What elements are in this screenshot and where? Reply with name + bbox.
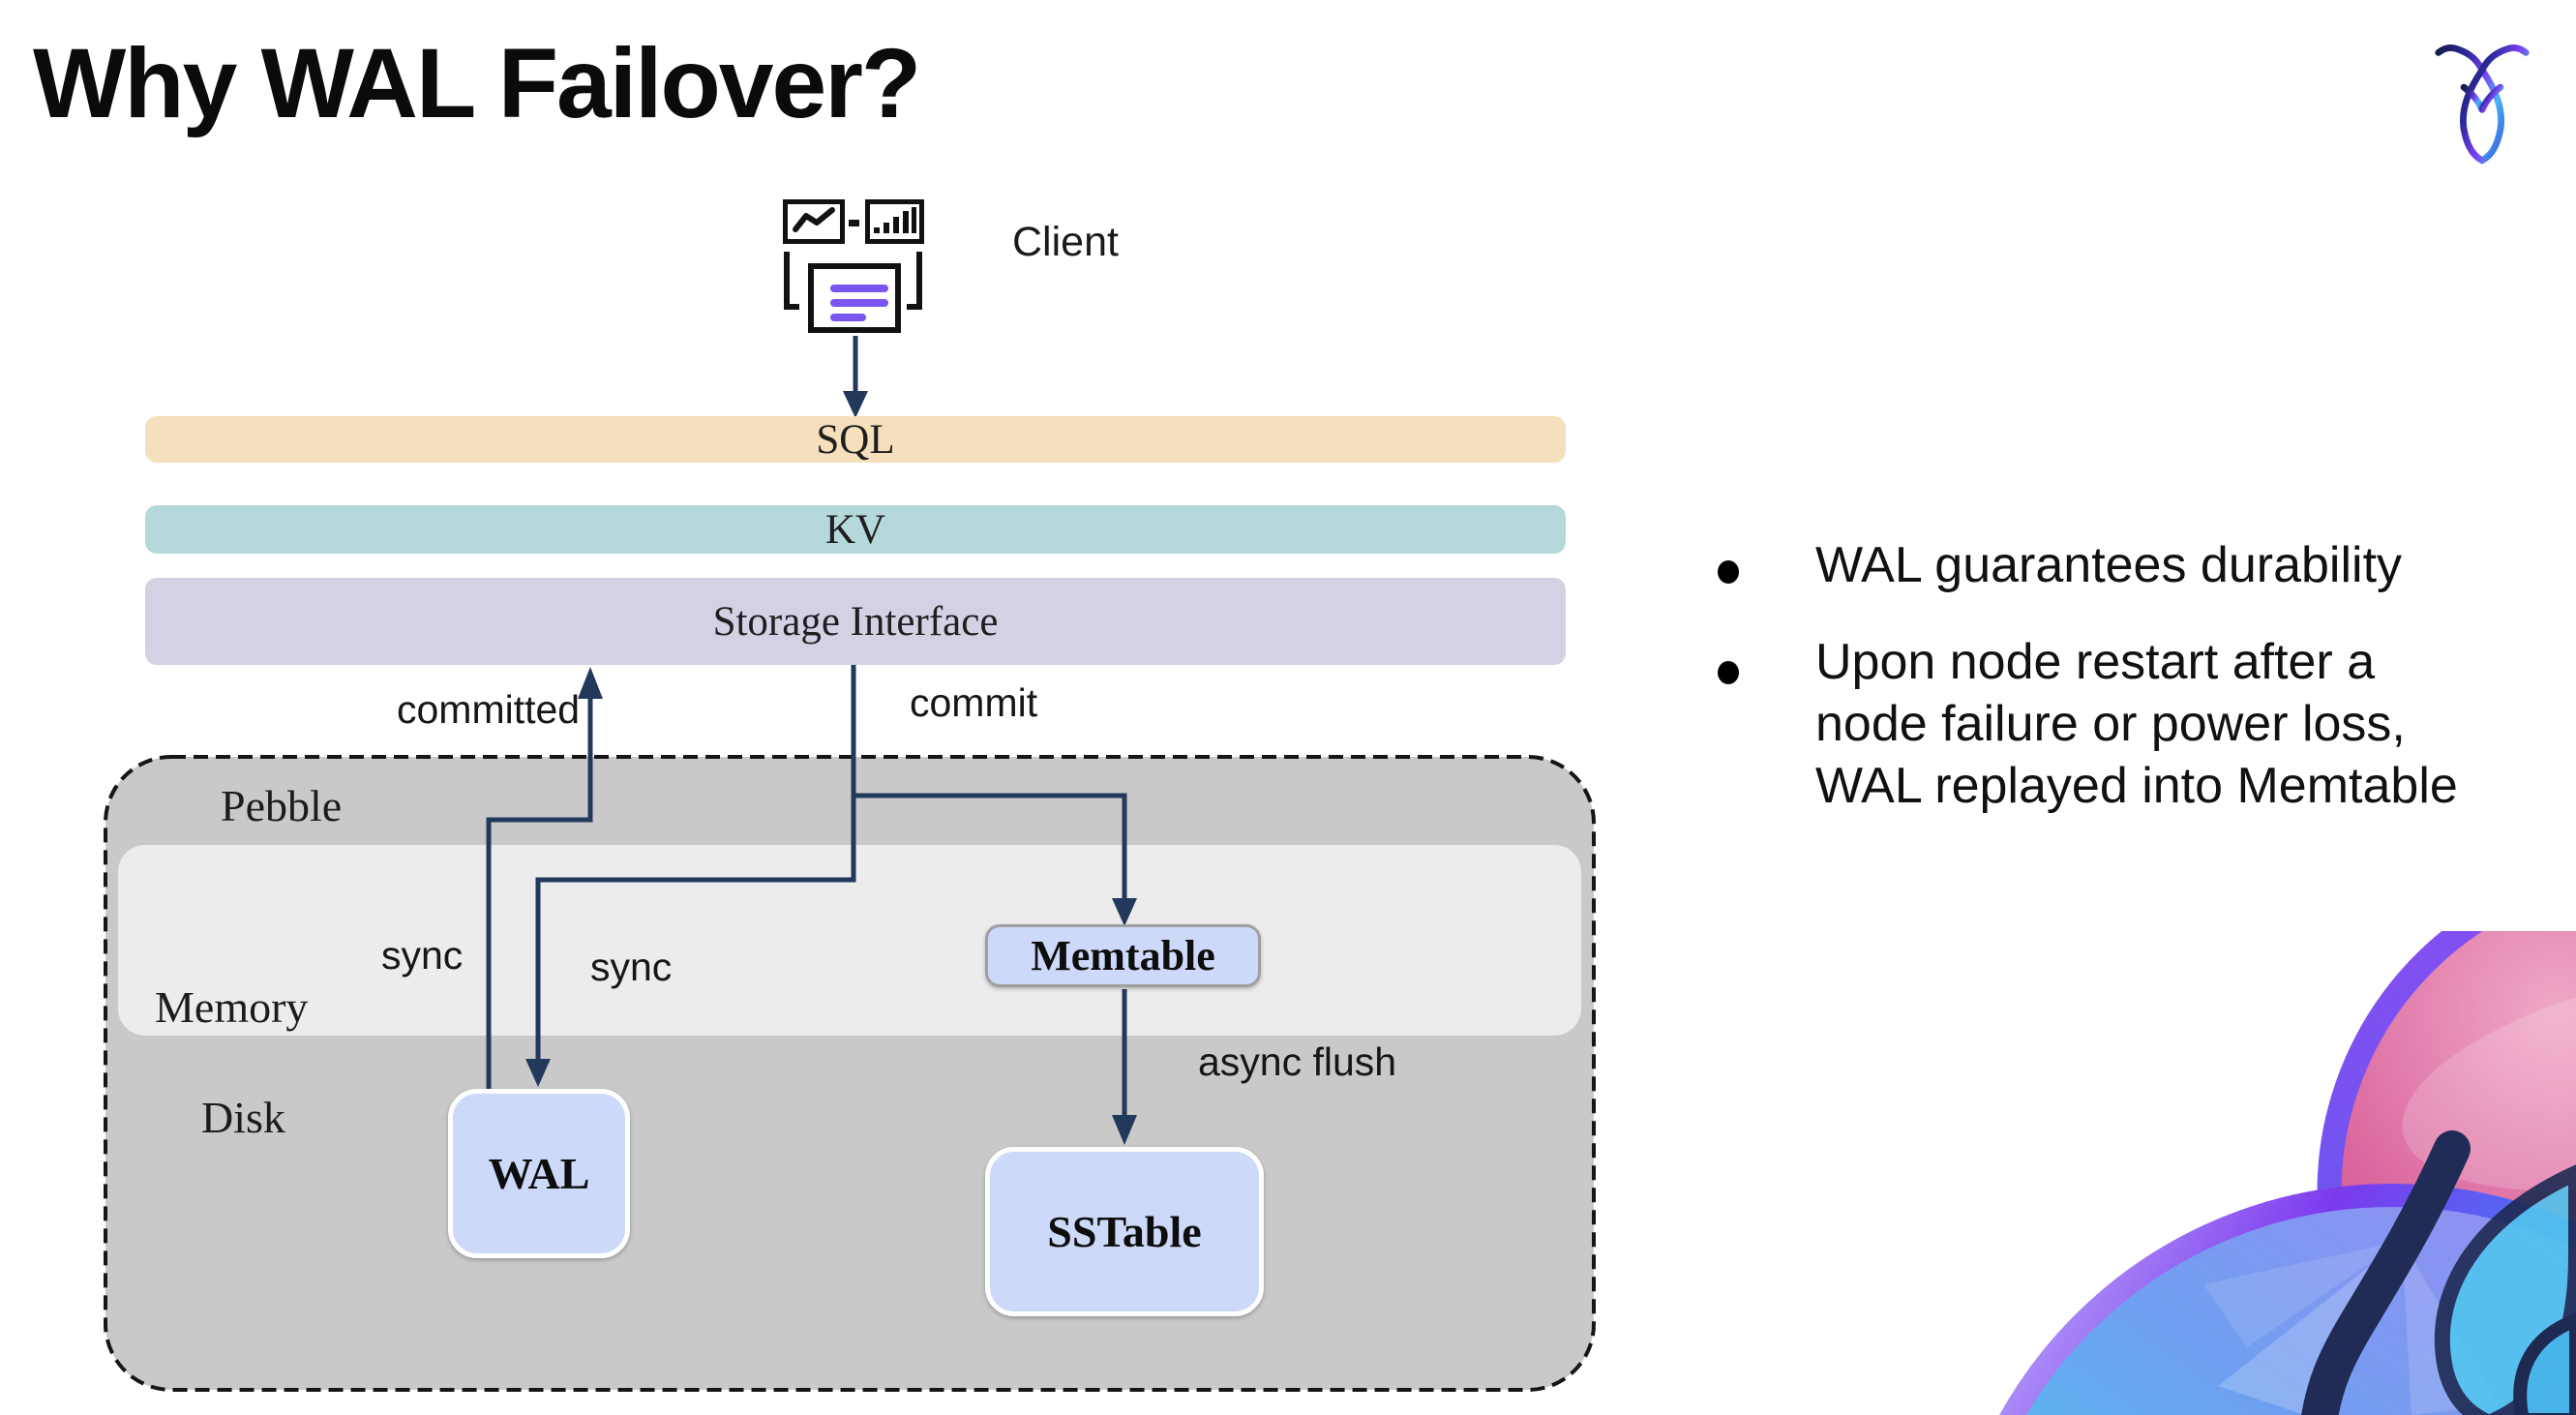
memory-band	[118, 845, 1581, 1036]
arrowhead-storage	[578, 667, 603, 699]
memtable-label: Memtable	[1031, 932, 1215, 979]
layer-sql: SQL	[145, 416, 1566, 463]
wal-node: WAL	[448, 1089, 630, 1258]
cockroachdb-logo-icon	[2435, 45, 2530, 165]
bullet-2: Upon node restart after a node failure o…	[1815, 631, 2458, 817]
edge-label-sync-left: sync	[381, 933, 464, 978]
edge-label-committed: committed	[397, 687, 581, 732]
edge-commit-memtable	[854, 793, 1127, 900]
brand-orb-graphic	[1999, 931, 2576, 1415]
page-title: Why WAL Failover?	[33, 28, 921, 138]
wal-label: WAL	[488, 1149, 590, 1198]
pebble-label: Pebble	[221, 781, 343, 830]
bullet-dot	[1718, 560, 1739, 584]
memtable-node: Memtable	[985, 924, 1261, 987]
sstable-node: SSTable	[985, 1147, 1264, 1316]
dash-connector	[849, 220, 859, 226]
client-label: Client	[1012, 219, 1119, 265]
disk-zone-label: Disk	[201, 1093, 285, 1142]
sstable-label: SSTable	[1047, 1207, 1202, 1256]
arrowhead-wal	[525, 1059, 551, 1087]
line-chart-icon	[783, 199, 845, 244]
layer-storage-interface: Storage Interface	[145, 578, 1566, 665]
edge-committed	[486, 699, 593, 1089]
bullet-2-line-3: WAL replayed into Memtable	[1815, 758, 2458, 814]
arrowhead-sstable	[1112, 1115, 1137, 1145]
layer-kv: KV	[145, 505, 1566, 554]
bullet-1: WAL guarantees durability	[1815, 537, 2403, 593]
document-icon	[808, 263, 901, 333]
memory-zone-label: Memory	[155, 982, 309, 1032]
arrowhead-memtable	[1112, 898, 1137, 926]
bracket-right-icon	[907, 252, 922, 310]
bullet-2-line-2: node failure or power loss,	[1815, 696, 2406, 752]
edge-commit-main	[535, 665, 856, 1059]
bar-chart-icon	[865, 199, 924, 244]
layer-sql-label: SQL	[816, 416, 895, 463]
edge-label-commit: commit	[910, 680, 1038, 725]
bullet-dot	[1718, 661, 1739, 684]
bracket-left-icon	[784, 252, 799, 310]
edge-label-sync-right: sync	[590, 945, 673, 989]
layer-kv-label: KV	[824, 506, 886, 553]
bullet-2-line-1: Upon node restart after a	[1815, 634, 2376, 690]
edge-label-async-flush: async flush	[1198, 1039, 1397, 1084]
arrowhead-sql	[843, 391, 868, 418]
layer-storage-label: Storage Interface	[712, 598, 999, 645]
